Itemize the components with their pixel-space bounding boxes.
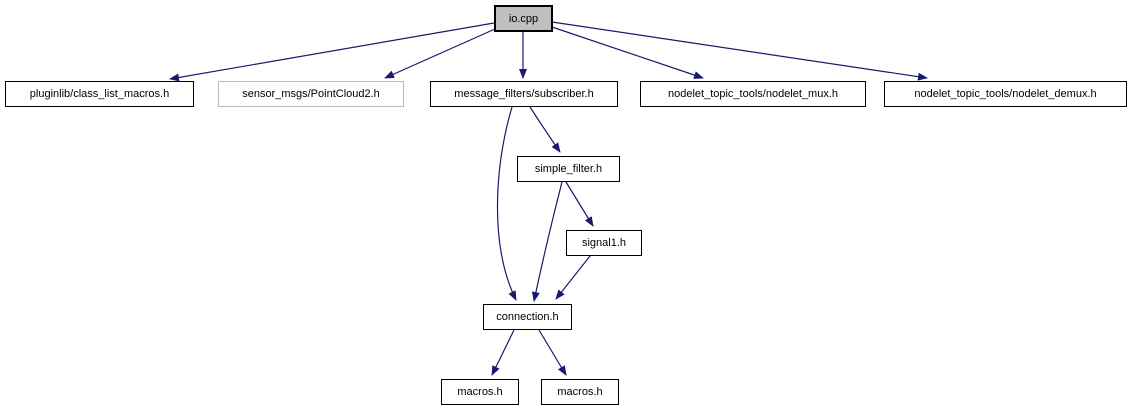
edge-io-to-class-list-macros (169, 22, 495, 82)
edge-simple-filter-to-connection (531, 181, 563, 302)
node-connection[interactable]: connection.h (483, 304, 572, 330)
edge-io-to-pointcloud2 (384, 28, 496, 79)
node-signal1[interactable]: signal1.h (566, 230, 642, 256)
node-sensor-msgs-pointcloud2: sensor_msgs/PointCloud2.h (218, 81, 404, 107)
node-message-filters-subscriber[interactable]: message_filters/subscriber.h (430, 81, 618, 107)
edge-io-to-nodelet-demux (551, 21, 928, 81)
node-pluginlib-class-list-macros[interactable]: pluginlib/class_list_macros.h (5, 81, 194, 107)
edge-connection-to-macros-right (538, 329, 567, 376)
edge-subscriber-to-simple-filter (529, 106, 561, 153)
edge-subscriber-to-connection (496, 106, 517, 301)
edge-signal1-to-connection (555, 255, 591, 300)
edge-simple-filter-to-signal1 (565, 181, 594, 227)
edge-io-to-nodelet-mux (551, 26, 704, 79)
node-nodelet-topic-tools-nodelet-demux[interactable]: nodelet_topic_tools/nodelet_demux.h (884, 81, 1127, 107)
node-io-cpp: io.cpp (494, 5, 553, 32)
edge-connection-to-macros-left (491, 329, 515, 376)
node-macros-left[interactable]: macros.h (441, 379, 519, 405)
node-macros-right[interactable]: macros.h (541, 379, 619, 405)
node-simple-filter[interactable]: simple_filter.h (517, 156, 620, 182)
node-nodelet-topic-tools-nodelet-mux[interactable]: nodelet_topic_tools/nodelet_mux.h (640, 81, 866, 107)
